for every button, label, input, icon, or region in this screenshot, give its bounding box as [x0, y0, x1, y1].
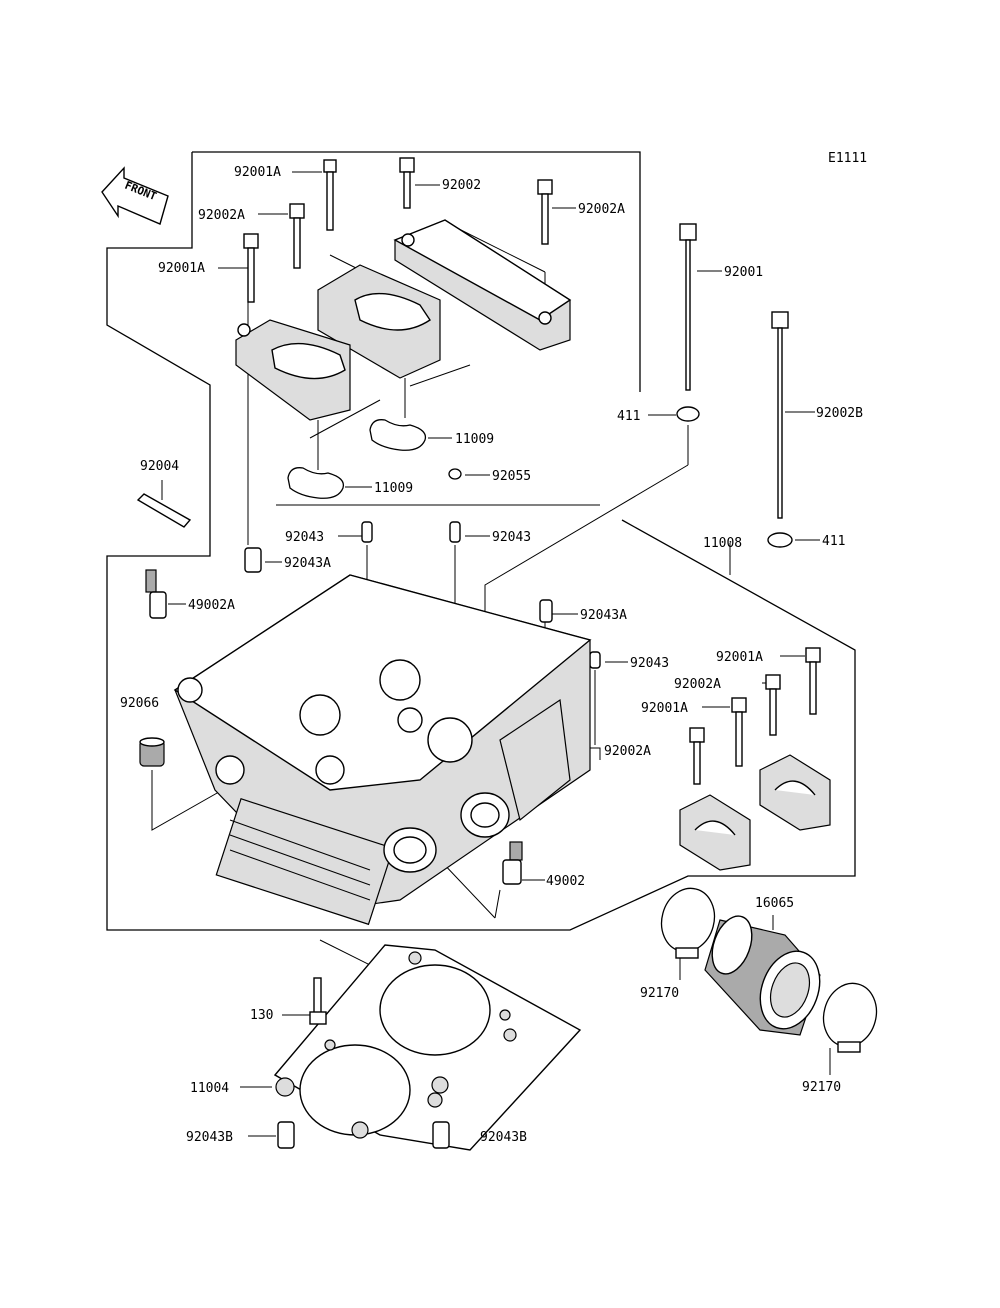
label-92001-right: 92001: [724, 265, 763, 280]
label-92055: 92055: [492, 469, 531, 484]
label-92043A-right: 92043A: [580, 608, 627, 623]
part-labels: 92001A 92002 92002A 92002A 92001A 92001 …: [120, 165, 863, 1145]
dowel-92043-center-icon: [449, 521, 461, 543]
gasket-11004-icon: [273, 944, 582, 1151]
washer-411-lower-icon: [767, 532, 793, 548]
cam-cap-right-icon: [679, 754, 831, 871]
clamp-92170-left-icon: [660, 887, 716, 959]
label-92001A-left: 92001A: [158, 261, 205, 276]
dowel-92043A-right-icon: [539, 599, 553, 623]
label-11009-upper: 11009: [455, 432, 494, 447]
bolt-92001A-cap-mid-icon: [731, 697, 747, 767]
label-11008: 11008: [703, 536, 742, 551]
front-arrow-icon: FRONT: [101, 166, 169, 225]
dowel-92043A-left-icon: [244, 547, 262, 573]
bolt-130-icon: [309, 977, 327, 1025]
label-92002A-cap: 92002A: [674, 677, 721, 692]
dowel-92043-left-icon: [361, 521, 373, 543]
label-92002-top: 92002: [442, 178, 481, 193]
label-92002A-lower: 92002A: [604, 744, 651, 759]
bolt-92002A-top-right-icon: [537, 179, 553, 245]
bolt-92001A-cap-top-icon: [805, 647, 821, 715]
washer-411-upper-icon: [676, 406, 700, 422]
dowel-92043B-right-icon: [432, 1121, 450, 1149]
bolt-92002-top-icon: [399, 157, 415, 209]
bolt-92002A-cap-icon: [765, 674, 781, 736]
label-92002A-top-right: 92002A: [578, 202, 625, 217]
cam-holder-upper-icon: [235, 219, 572, 421]
reference-code: E1111: [828, 151, 867, 166]
bolt-92001A-left-icon: [243, 233, 259, 303]
cylinder-head-icon: [173, 574, 592, 926]
label-11009-lower: 11009: [374, 481, 413, 496]
label-92002A-top-left: 92002A: [198, 208, 245, 223]
label-92170-left: 92170: [640, 986, 679, 1001]
bolt-small-cap-icon: [689, 727, 705, 785]
label-49002: 49002: [546, 874, 585, 889]
label-49002A: 49002A: [188, 598, 235, 613]
plug-49002-icon: [502, 841, 523, 885]
label-92170-right: 92170: [802, 1080, 841, 1095]
o-ring-11009-lower-icon: [287, 467, 345, 499]
label-16065: 16065: [755, 896, 794, 911]
label-92043B-left: 92043B: [186, 1130, 233, 1145]
label-92004: 92004: [140, 459, 179, 474]
stud-92004-icon: [136, 493, 192, 528]
assembly-outline: [106, 151, 856, 931]
label-92043-left: 92043: [285, 530, 324, 545]
label-92001A-cap-mid: 92001A: [641, 701, 688, 716]
clamp-92170-right-icon: [822, 982, 878, 1053]
label-92043B-right: 92043B: [480, 1130, 527, 1145]
label-411-upper: 411: [617, 409, 640, 424]
label-92001A-cap-top: 92001A: [716, 650, 763, 665]
label-92043A-left: 92043A: [284, 556, 331, 571]
label-11004: 11004: [190, 1081, 229, 1096]
bolt-92002A-top-left-icon: [289, 203, 305, 269]
bolt-92001A-top-icon: [323, 159, 337, 231]
o-ring-92055-icon: [448, 468, 462, 480]
hose-16065-icon: [704, 915, 821, 1036]
dowel-92043B-left-icon: [277, 1121, 295, 1149]
label-92066: 92066: [120, 696, 159, 711]
bolt-92001-right-icon: [679, 223, 697, 391]
label-92043-right: 92043: [630, 656, 669, 671]
seal-92066-icon: [139, 737, 165, 767]
label-130: 130: [250, 1008, 273, 1023]
label-92002B: 92002B: [816, 406, 863, 421]
dowel-92043-right-icon: [589, 651, 601, 669]
o-ring-11009-upper-icon: [369, 419, 427, 451]
bolt-92002B-icon: [771, 311, 789, 519]
plug-49002A-icon: [145, 569, 167, 619]
label-92043-center: 92043: [492, 530, 531, 545]
label-411-lower: 411: [822, 534, 845, 549]
label-92001A-top: 92001A: [234, 165, 281, 180]
